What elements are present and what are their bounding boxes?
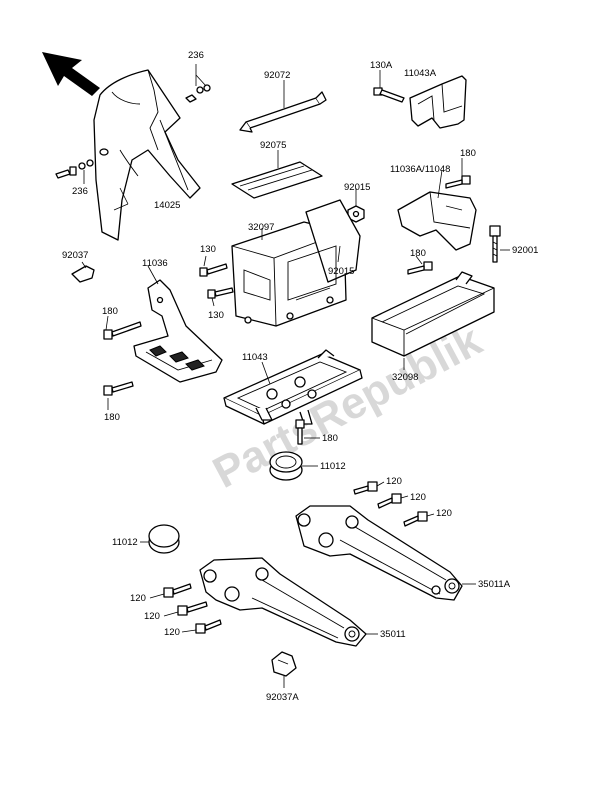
label-130-lower: 130: [208, 310, 224, 321]
label-11036a-11048: 11036A/11048: [390, 164, 450, 175]
label-92001: 92001: [512, 245, 538, 256]
label-180-center: 180: [322, 433, 338, 444]
bolt-180-left-lower[interactable]: [103, 381, 134, 396]
label-92075: 92075: [260, 140, 286, 151]
label-92015-lower: 92015: [328, 266, 354, 277]
tray-11043[interactable]: [223, 349, 363, 425]
tool-tray-32098[interactable]: [371, 271, 495, 357]
bolt-130-upper[interactable]: [199, 263, 228, 277]
side-cover-14025[interactable]: [93, 69, 201, 241]
label-180-left-upper: 180: [102, 306, 118, 317]
grommet-11012-left[interactable]: [148, 524, 180, 554]
footpeg-bracket-35011[interactable]: [199, 557, 367, 647]
label-120-lower-3: 120: [164, 627, 180, 638]
label-236-top: 236: [188, 50, 204, 61]
bolt-120-upper-2[interactable]: [377, 493, 402, 509]
battery-case-32097[interactable]: [231, 199, 361, 327]
bolt-130a[interactable]: [373, 70, 405, 103]
label-130a: 130A: [370, 60, 393, 71]
bracket-11036[interactable]: [133, 279, 223, 383]
label-35011: 35011: [380, 629, 406, 640]
label-92037a: 92037A: [266, 692, 299, 703]
part-number-labels: 236 92072 130A 11043A 92075 180 11036A/1…: [62, 50, 538, 703]
battery-strap-92072[interactable]: [239, 80, 327, 133]
bolt-180-mid-right[interactable]: [407, 261, 433, 275]
label-32097: 32097: [248, 222, 274, 233]
label-11036: 11036: [142, 258, 168, 269]
label-120-lower-1: 120: [130, 593, 146, 604]
bolt-120-upper-1[interactable]: [353, 481, 378, 495]
label-14025: 14025: [154, 200, 180, 211]
bolt-130-lower[interactable]: [207, 287, 234, 299]
battery-pad-92075[interactable]: [231, 150, 323, 199]
label-120-lower-2: 120: [144, 611, 160, 622]
screw-236-top[interactable]: [185, 64, 211, 103]
label-180-left-lower: 180: [104, 412, 120, 423]
bracket-11043a[interactable]: [409, 75, 467, 129]
label-120-upper-2: 120: [410, 492, 426, 503]
screw-236-left[interactable]: [55, 159, 94, 184]
bolt-180-center[interactable]: [295, 419, 305, 445]
bolt-120-lower-3[interactable]: [195, 619, 222, 634]
grommet-11012-center[interactable]: [269, 451, 303, 481]
bracket-11036a-11048[interactable]: [397, 191, 477, 251]
bolt-180-left-upper[interactable]: [103, 321, 142, 340]
bolt-120-upper-3[interactable]: [403, 511, 428, 527]
label-32098: 32098: [392, 372, 418, 383]
label-92015-upper: 92015: [344, 182, 370, 193]
label-11012-center: 11012: [320, 461, 346, 472]
label-120-upper-1: 120: [386, 476, 402, 487]
clip-92037[interactable]: [71, 261, 95, 283]
label-180-upper-right: 180: [460, 148, 476, 159]
bolt-120-lower-2[interactable]: [177, 601, 208, 616]
leader-lines: [105, 158, 510, 635]
label-92072: 92072: [264, 70, 290, 81]
label-120-upper-3: 120: [436, 508, 452, 519]
front-direction-arrow-icon: [42, 52, 100, 96]
clip-92037a[interactable]: [271, 651, 297, 688]
label-11012-left: 11012: [112, 537, 138, 548]
label-180-mid-right: 180: [410, 248, 426, 259]
label-92037: 92037: [62, 250, 88, 261]
label-11043a: 11043A: [404, 68, 437, 79]
bolt-180-upper-right[interactable]: [445, 175, 471, 189]
label-11043: 11043: [242, 352, 268, 363]
bolt-92001[interactable]: [489, 225, 501, 263]
label-236-left: 236: [72, 186, 88, 197]
bolt-120-lower-1[interactable]: [163, 583, 192, 598]
label-130-upper: 130: [200, 244, 216, 255]
label-35011a: 35011A: [478, 579, 511, 590]
footpeg-bracket-35011a[interactable]: [295, 505, 463, 601]
